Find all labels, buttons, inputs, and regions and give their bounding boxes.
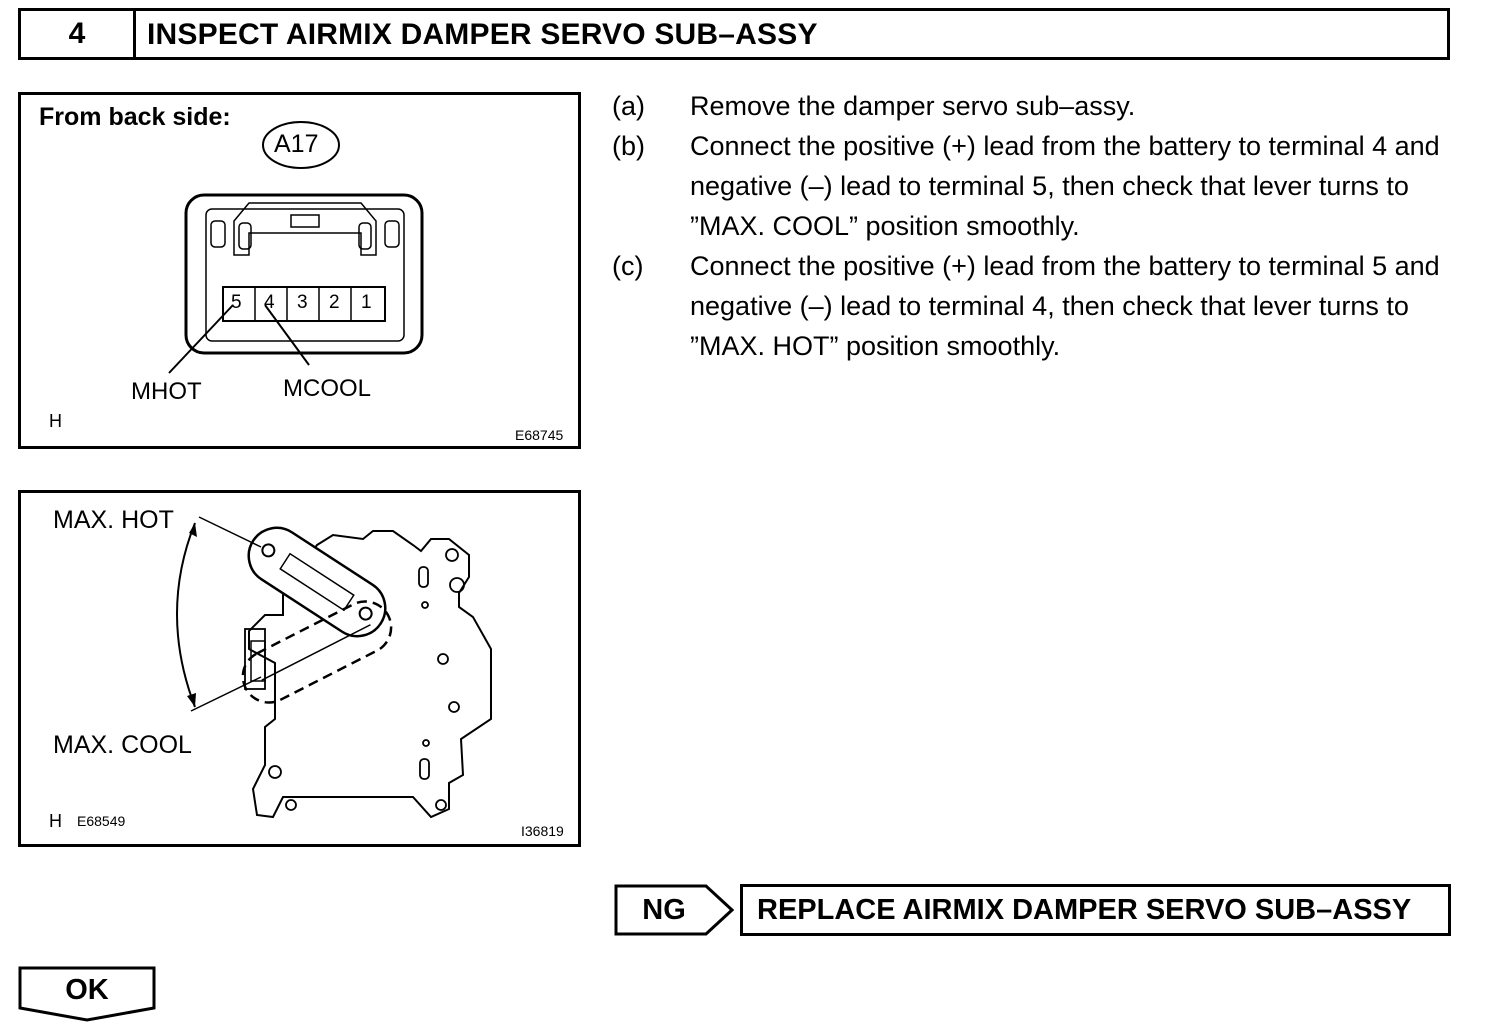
figure-caption: From back side: bbox=[39, 103, 231, 131]
pin-label: 3 bbox=[297, 292, 308, 313]
instruction-list: (a) Remove the damper servo sub–assy. (b… bbox=[612, 86, 1472, 366]
corner-mark: H bbox=[49, 811, 62, 831]
pin-label: 5 bbox=[231, 292, 242, 313]
ng-arrow-shape bbox=[614, 884, 734, 936]
ng-result-tag: NG bbox=[614, 884, 734, 936]
ok-result-tag: OK bbox=[18, 966, 156, 1022]
ng-label: NG bbox=[642, 894, 686, 926]
instruction-key: (a) bbox=[612, 91, 645, 121]
max-cool-label: MAX. COOL bbox=[53, 731, 192, 759]
ok-arrow-shape bbox=[18, 966, 156, 1022]
servo-figure: MAX. HOT MAX. COOL H E68549 I36819 bbox=[18, 490, 581, 847]
servo-drawing bbox=[176, 516, 492, 819]
instruction-item: (b) Connect the positive (+) lead from t… bbox=[612, 126, 1472, 246]
sub-figure-code: E68549 bbox=[77, 813, 126, 829]
connector-figure: From back side: A17 5 4 3 2 1 MHOT MCOOL… bbox=[18, 92, 581, 449]
step-header: 4 INSPECT AIRMIX DAMPER SERVO SUB–ASSY bbox=[18, 8, 1450, 60]
pin-label: 2 bbox=[329, 292, 340, 313]
ok-label: OK bbox=[65, 974, 109, 1006]
instruction-key: (b) bbox=[612, 131, 645, 161]
instruction-text: Remove the damper servo sub–assy. bbox=[690, 91, 1136, 121]
ng-action-box: REPLACE AIRMIX DAMPER SERVO SUB–ASSY bbox=[740, 884, 1451, 936]
step-number: 4 bbox=[21, 11, 136, 57]
instruction-key: (c) bbox=[612, 251, 644, 281]
instruction-text: Connect the positive (+) lead from the b… bbox=[690, 131, 1440, 241]
connector-drawing bbox=[168, 121, 424, 374]
instruction-text: Connect the positive (+) lead from the b… bbox=[690, 251, 1440, 361]
pin-label: 1 bbox=[361, 292, 372, 313]
corner-mark: H bbox=[49, 411, 62, 431]
max-hot-label: MAX. HOT bbox=[53, 506, 174, 534]
connector-id-label: A17 bbox=[274, 130, 319, 158]
figure-code: E68745 bbox=[515, 427, 564, 443]
figure-code: I36819 bbox=[521, 823, 564, 839]
pin-label: 4 bbox=[264, 292, 275, 313]
mhot-label: MHOT bbox=[131, 378, 202, 405]
instruction-item: (c) Connect the positive (+) lead from t… bbox=[612, 246, 1472, 366]
step-title: INSPECT AIRMIX DAMPER SERVO SUB–ASSY bbox=[147, 18, 818, 51]
instruction-item: (a) Remove the damper servo sub–assy. bbox=[612, 86, 1472, 126]
mcool-label: MCOOL bbox=[283, 375, 372, 402]
